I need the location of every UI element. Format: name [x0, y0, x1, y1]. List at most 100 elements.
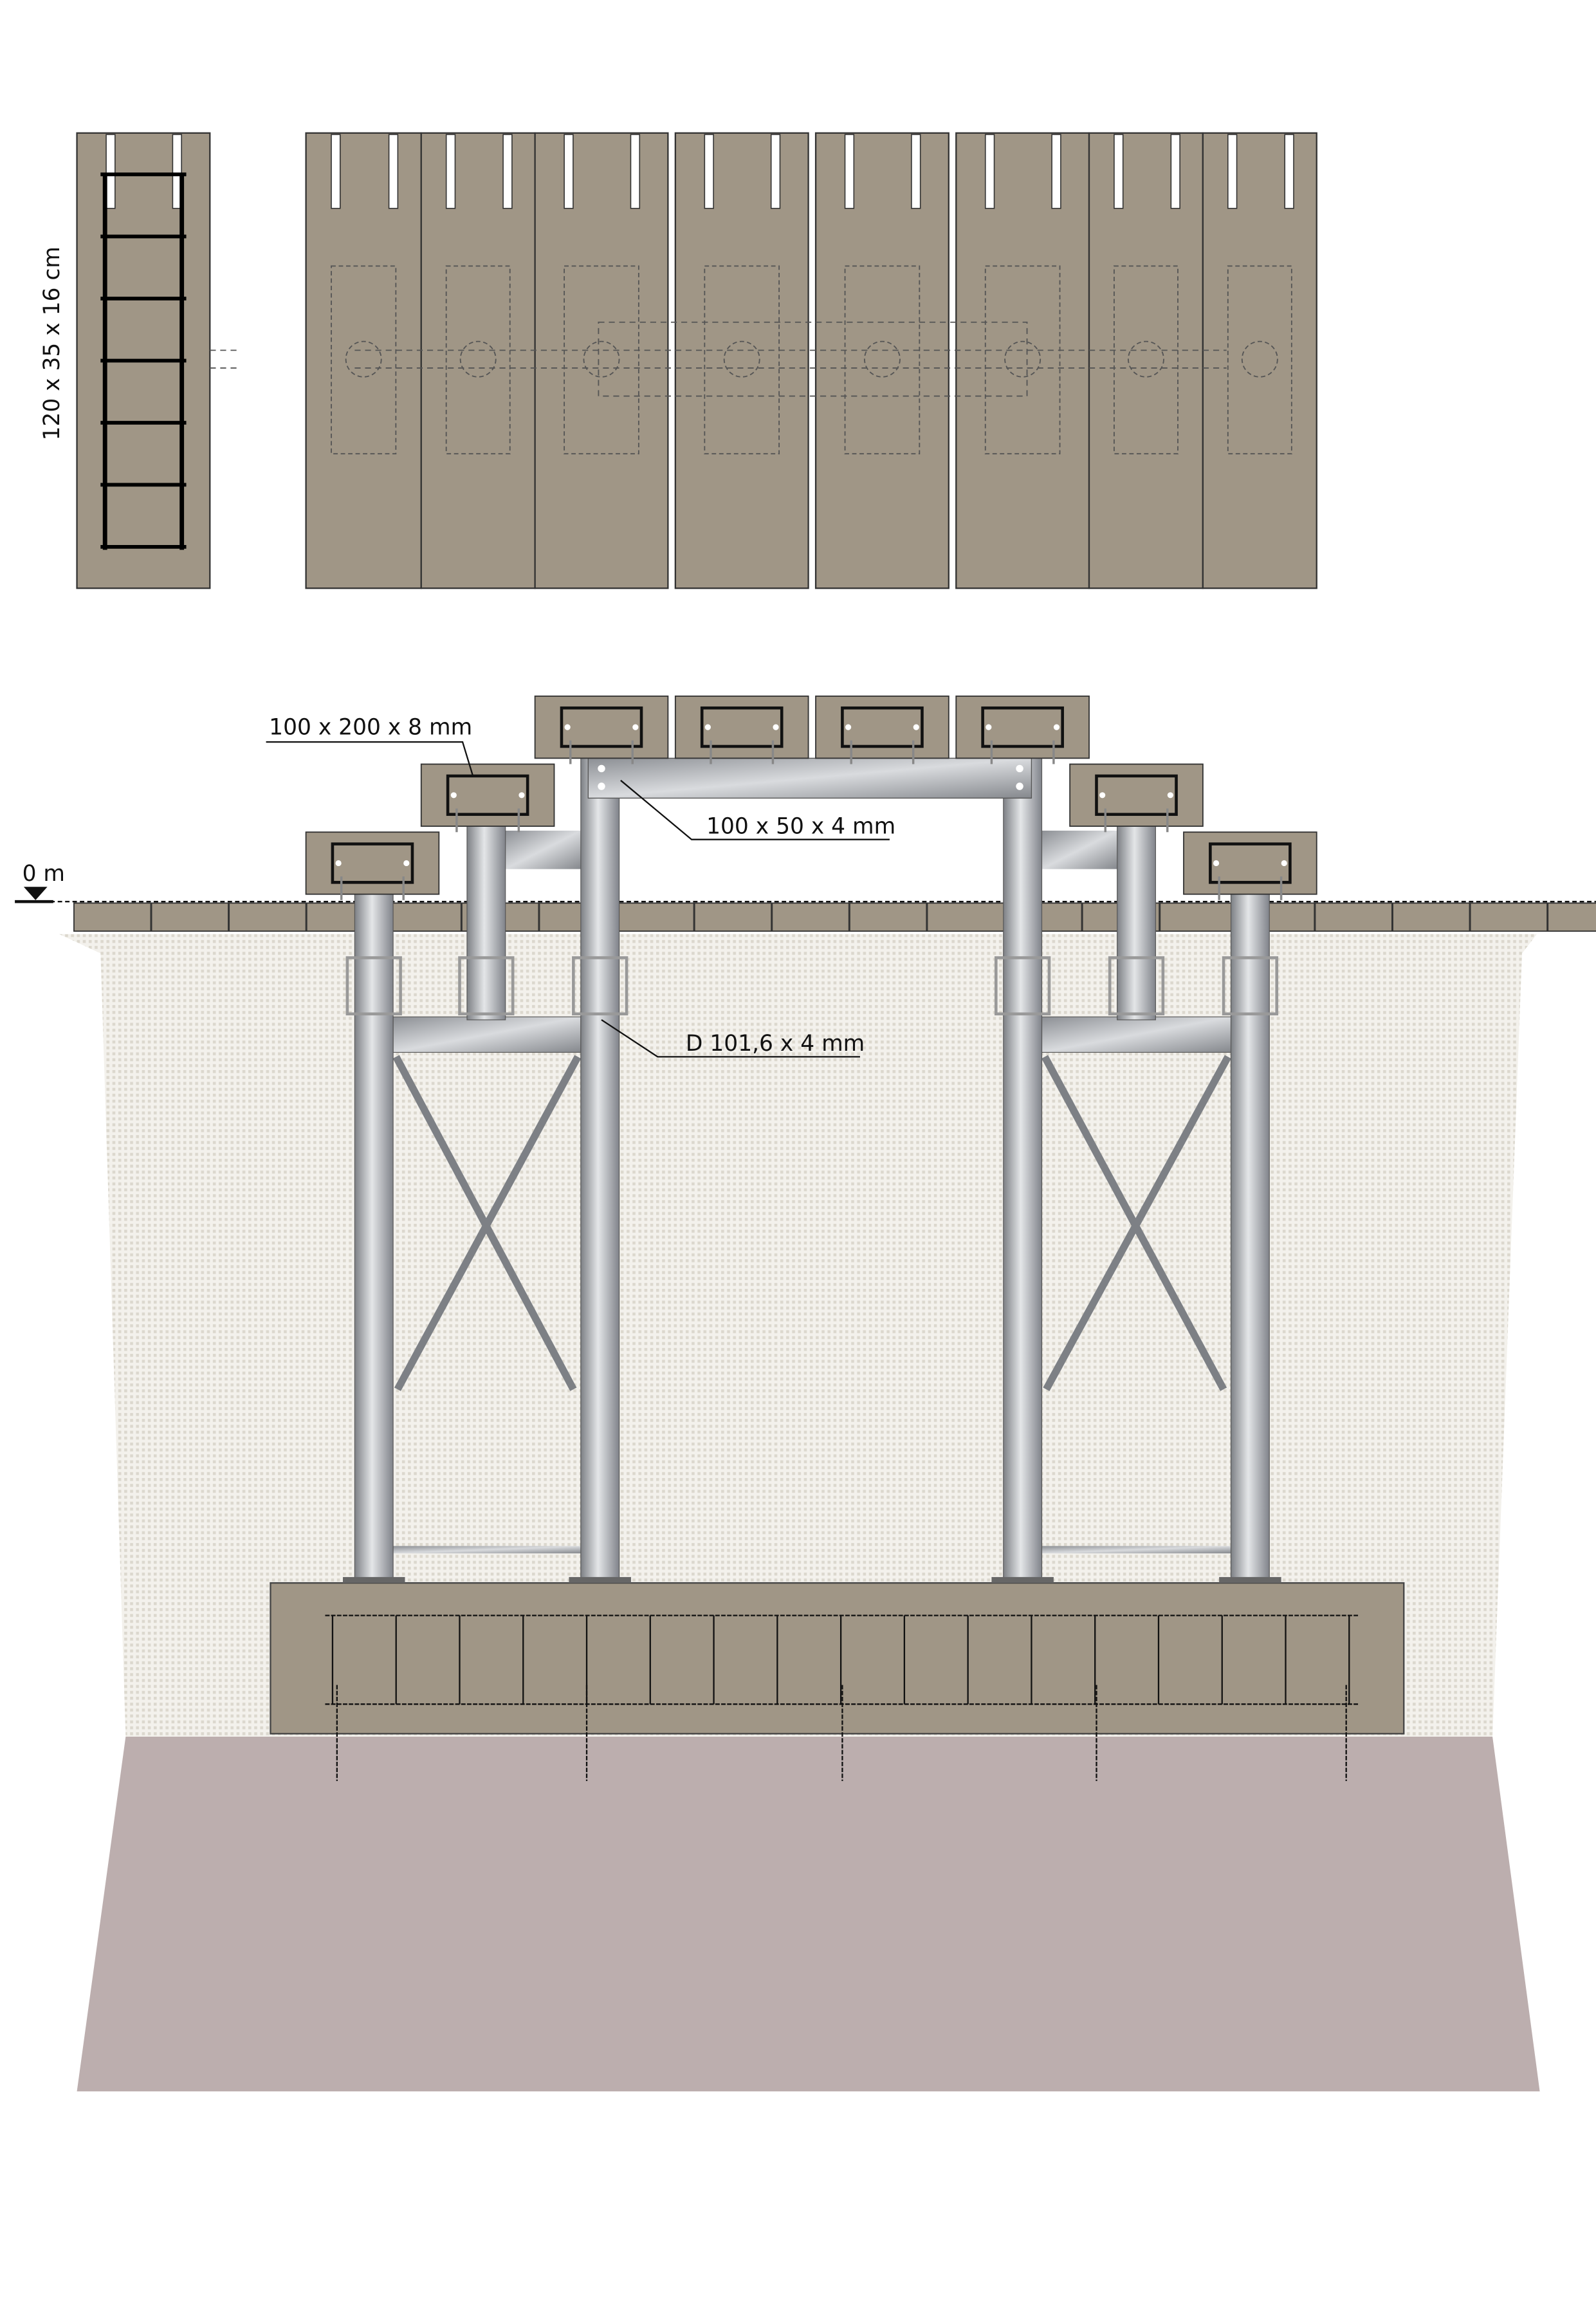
hole [450, 792, 457, 799]
slot [630, 134, 641, 209]
top-block [534, 132, 669, 589]
hole [913, 724, 919, 730]
steel-column [354, 894, 394, 1582]
top-block [1088, 132, 1204, 589]
label-level: 0 m [23, 861, 65, 887]
tile [73, 902, 152, 932]
hidden-plate [984, 265, 1061, 455]
anchor-bolt [340, 876, 405, 900]
horizontal-beam [392, 1016, 582, 1053]
bolt [598, 782, 605, 790]
foundation [270, 1582, 1405, 1735]
hole [564, 724, 571, 730]
hole [403, 860, 410, 867]
tile [926, 902, 1005, 932]
base-plate [569, 1576, 631, 1584]
plate-outline [331, 842, 414, 884]
anchor-bolt [990, 740, 1055, 764]
plate-outline [560, 706, 643, 748]
tile [1392, 902, 1471, 932]
hidden-plate [445, 265, 511, 455]
bracket [1222, 956, 1279, 1016]
steel-column [466, 824, 506, 1021]
support-block [1183, 831, 1317, 895]
tile [1314, 902, 1393, 932]
tile [616, 902, 695, 932]
tie-bar [393, 1546, 581, 1554]
anchor-bolt [850, 740, 915, 764]
hidden-plate [564, 265, 639, 455]
hole [1213, 860, 1220, 867]
label-beam: 100 x 50 x 4 mm [706, 814, 895, 840]
base-plate [991, 1576, 1054, 1584]
hidden-pipe [345, 340, 382, 378]
plate-outline [981, 706, 1064, 748]
support-blocks [305, 695, 1317, 900]
slot [105, 134, 116, 209]
hole [1053, 724, 1060, 730]
base-plate [343, 1576, 405, 1584]
support-block [305, 831, 440, 895]
top-block [814, 132, 949, 589]
hidden-pipe [1127, 340, 1164, 378]
bolt [598, 764, 605, 773]
bolt [1016, 764, 1023, 773]
hole [773, 724, 779, 730]
hidden-pipe [1004, 340, 1041, 378]
cross-brace [1041, 1055, 1231, 1391]
steel-column [1230, 894, 1270, 1582]
soil-fill [59, 934, 1537, 1737]
slot [911, 134, 921, 209]
hidden-pipe [583, 340, 620, 378]
base-plate [1219, 1576, 1281, 1584]
tie-bar [1041, 1546, 1231, 1554]
hidden-plate [704, 265, 780, 455]
anchor-bolt [455, 808, 520, 833]
hole [518, 792, 525, 799]
bracket [1108, 956, 1165, 1016]
top-view-blocks [76, 132, 1317, 589]
label-block-dimensions: 120 x 35 x 16 cm [39, 246, 65, 440]
top-block [1202, 132, 1317, 589]
top-block [420, 132, 536, 589]
top-beam [587, 757, 1032, 799]
hole [845, 724, 852, 730]
bracket [458, 956, 515, 1016]
anchor-bolt [710, 740, 775, 764]
annotations [266, 741, 890, 1058]
steel-frame [343, 756, 1281, 1584]
ground-subsoil [77, 1736, 1540, 2092]
slot [1051, 134, 1061, 209]
slot [172, 134, 182, 209]
top-block [955, 132, 1090, 589]
anchor-bolt [1104, 808, 1169, 833]
slot [564, 134, 574, 209]
cross-brace [392, 1055, 582, 1391]
tile [693, 902, 773, 932]
plate-outline [841, 706, 924, 748]
steel-column [580, 756, 620, 1582]
bracket [995, 956, 1051, 1016]
support-block [674, 695, 809, 759]
tile [228, 902, 307, 932]
steel-column [1117, 824, 1156, 1021]
slot [1284, 134, 1294, 209]
slot [984, 134, 995, 209]
surface-tiles [73, 902, 1596, 932]
steel-column [1003, 756, 1043, 1582]
hole [1167, 792, 1173, 799]
horizontal-beam [1041, 1016, 1232, 1053]
slot [388, 134, 399, 209]
slot [844, 134, 855, 209]
hole [632, 724, 639, 730]
hidden-pipe [863, 340, 901, 378]
hidden-plate [1227, 265, 1292, 455]
tile [848, 902, 928, 932]
label-pipe: D 101,6 x 4 mm [686, 1031, 865, 1057]
bracket [345, 956, 402, 1016]
rebar-cage [325, 1614, 1360, 1781]
plate-outline [1209, 842, 1292, 884]
anchor-bolt [1218, 876, 1283, 900]
